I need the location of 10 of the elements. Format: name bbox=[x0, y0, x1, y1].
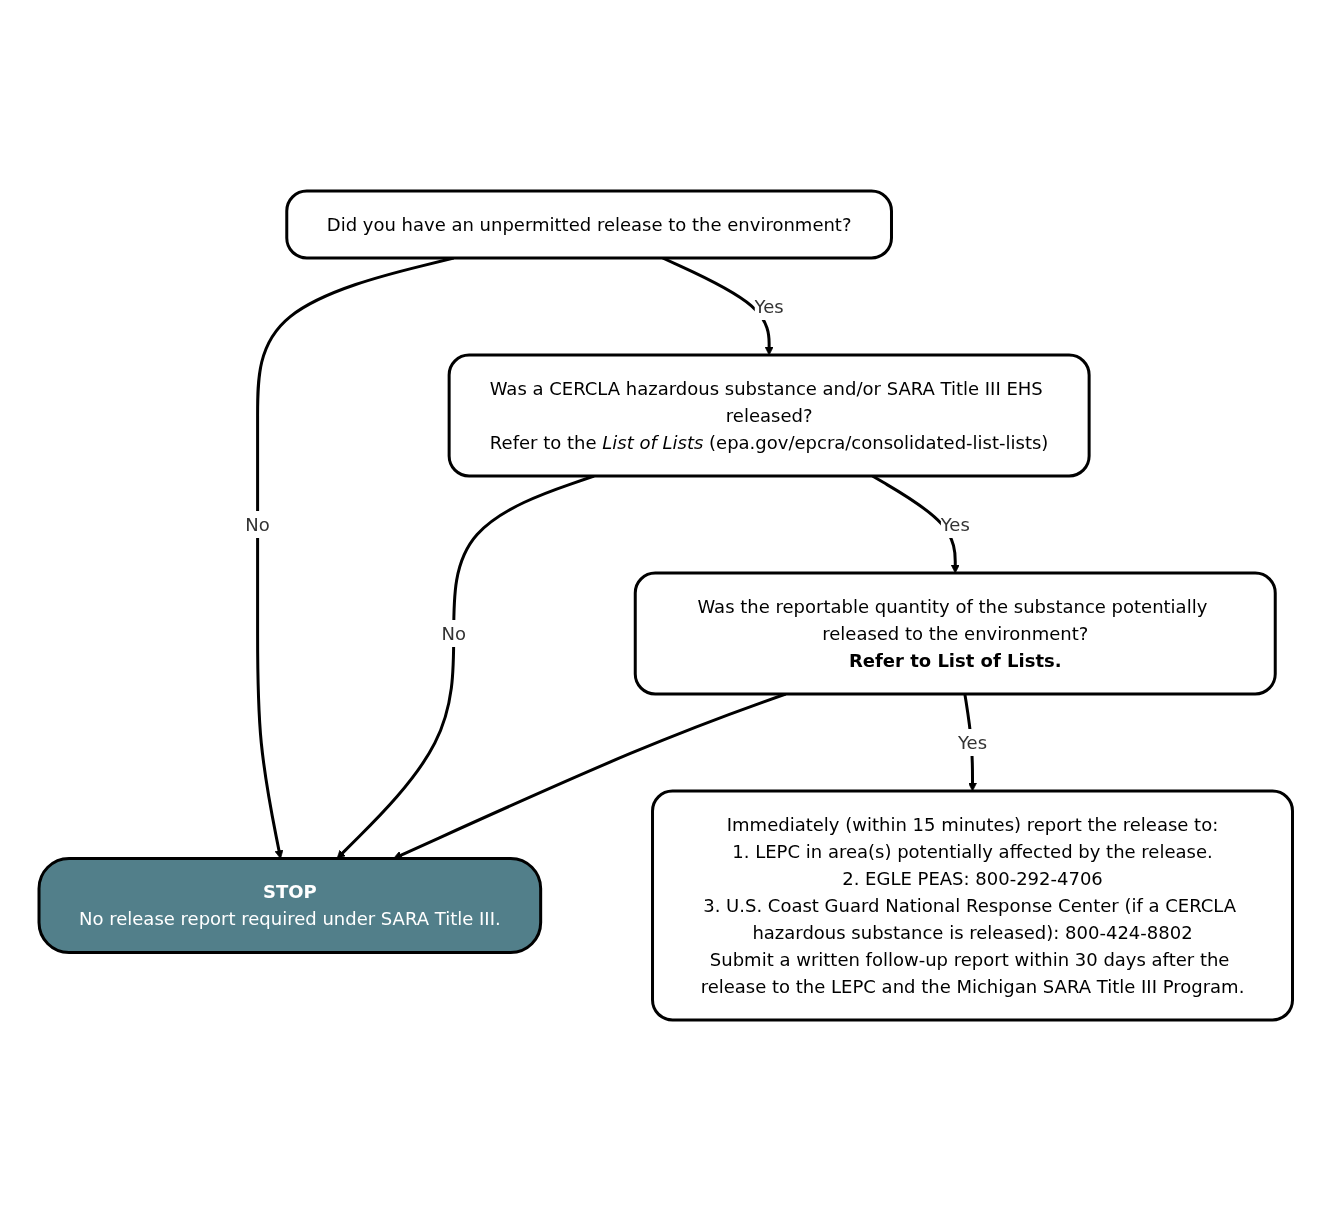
node-box: Was the reportable quantity of the substance potentially released to the environment? Refer to List of Lists. bbox=[633, 571, 1277, 695]
edge-label: No bbox=[245, 513, 270, 535]
node-box: Immediately (within 15 minutes) report the release to: 1. LEPC in area(s) potentially affected by the release. 2. EGLE PEAS: 800-292-4706 3. U.S. Coast Guard National Response Center (if a CERCLA hazardous substance is released): 800-424-8802 Submit a written follow-up report within 30 days after the release to the LEPC and the Michigan SARA Title III Program. bbox=[650, 789, 1294, 1021]
edge-label: Yes bbox=[957, 731, 987, 753]
edge-label: No bbox=[441, 622, 466, 644]
node-box: Did you have an unpermitted release to the environment? bbox=[285, 189, 893, 259]
edge-label: Yes bbox=[754, 295, 784, 317]
edge-label: Yes bbox=[940, 513, 970, 535]
node-box: Was a CERCLA hazardous substance and/or SARA Title III EHS released? Refer to the List of Lists (epa.gov/epcra/consolidated-list-lists) bbox=[447, 353, 1091, 477]
node-box: STOP No release report required under SARA Title III. bbox=[37, 856, 542, 954]
